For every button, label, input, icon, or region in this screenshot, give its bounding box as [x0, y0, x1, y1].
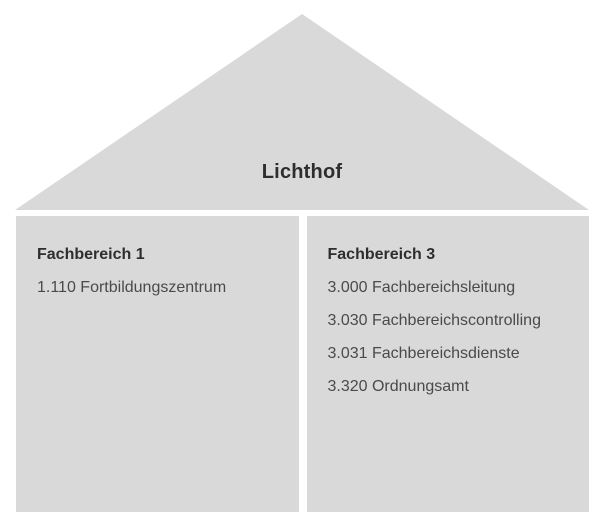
- columns-container: Fachbereich 1 1.110 Fortbildungszentrum …: [16, 216, 589, 512]
- column-1-item: 1.110 Fortbildungszentrum: [37, 279, 227, 296]
- column-3-item: 3.320 Ordnungsamt: [327, 378, 469, 395]
- column-fachbereich-1: Fachbereich 1 1.110 Fortbildungszentrum: [16, 216, 299, 512]
- column-3-item: 3.000 Fachbereichsleitung: [327, 279, 516, 296]
- column-3-title: Fachbereich 3: [327, 246, 436, 263]
- column-fachbereich-3: Fachbereich 3 3.000 Fachbereichsleitung …: [306, 216, 589, 512]
- roof-label: Lichthof: [261, 161, 343, 183]
- column-1-title: Fachbereich 1: [37, 246, 145, 263]
- column-3-item: 3.030 Fachbereichscontrolling: [327, 312, 541, 329]
- column-3-item: 3.031 Fachbereichsdienste: [327, 345, 520, 362]
- roof-triangle: Lichthof: [15, 14, 589, 210]
